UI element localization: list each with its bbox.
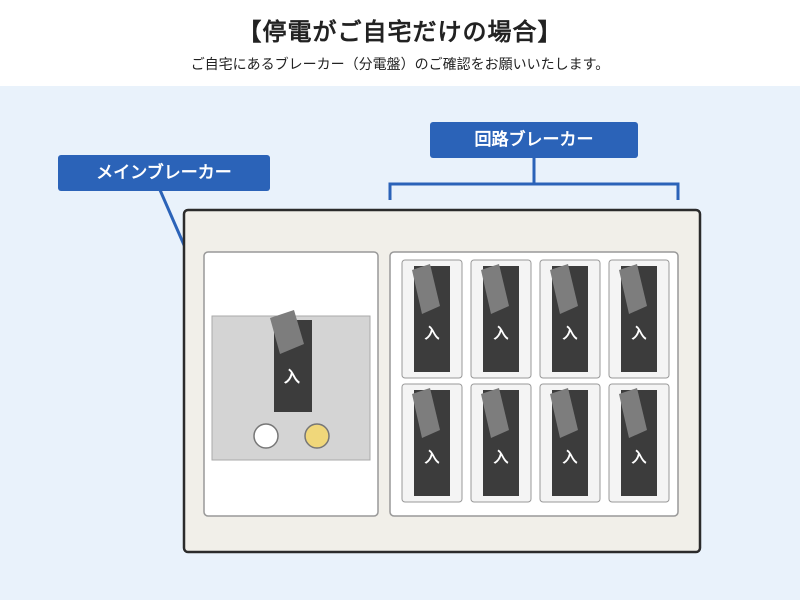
circuit-breaker-switch-label: 入 xyxy=(424,448,439,466)
circuit-breaker-bracket xyxy=(388,158,680,200)
circuit-breaker-lever xyxy=(412,388,440,438)
page-subtitle: ご自宅にあるブレーカー（分電盤）のご確認をお願いいたします。 xyxy=(190,57,610,73)
circuit-breaker-switch-label: 入 xyxy=(562,324,577,342)
circuit-breaker-switch-label: 入 xyxy=(424,324,439,342)
circuit-breaker-switch-label: 入 xyxy=(562,448,577,466)
circuit-breaker-switch-label: 入 xyxy=(631,324,646,342)
circuit-breaker-switch-label: 入 xyxy=(631,448,646,466)
circuit-breaker-switch-label: 入 xyxy=(493,324,508,342)
circuit-breaker-lever xyxy=(550,264,578,314)
page-title: 【停電がご自宅だけの場合】 xyxy=(237,18,563,46)
indicator-lamp-yellow xyxy=(304,423,330,449)
circuit-breaker-lever xyxy=(481,388,509,438)
circuit-breaker-lever xyxy=(481,264,509,314)
circuit-breaker-5[interactable]: 入 xyxy=(401,383,463,503)
circuit-breaker-lever xyxy=(619,264,647,314)
circuit-breaker-8[interactable]: 入 xyxy=(608,383,670,503)
circuit-breaker-lever xyxy=(619,388,647,438)
circuit-breaker-label: 回路ブレーカー xyxy=(430,122,638,158)
circuit-breaker-6[interactable]: 入 xyxy=(470,383,532,503)
main-breaker-switch-label: 入 xyxy=(284,367,300,386)
circuit-breaker-2[interactable]: 入 xyxy=(470,259,532,379)
circuit-breaker-lever xyxy=(412,264,440,314)
main-breaker-lever xyxy=(270,310,304,354)
circuit-breaker-7[interactable]: 入 xyxy=(539,383,601,503)
circuit-breaker-lever xyxy=(550,388,578,438)
circuit-breaker-3[interactable]: 入 xyxy=(539,259,601,379)
header: 【停電がご自宅だけの場合】 ご自宅にあるブレーカー（分電盤）のご確認をお願いいた… xyxy=(0,0,800,86)
main-breaker-label: メインブレーカー xyxy=(58,155,270,191)
circuit-breaker-4[interactable]: 入 xyxy=(608,259,670,379)
indicator-lamp-white xyxy=(253,423,279,449)
circuit-breaker-switch-label: 入 xyxy=(493,448,508,466)
circuit-breaker-grid: 入入入入入入入入 xyxy=(401,259,670,503)
circuit-breaker-1[interactable]: 入 xyxy=(401,259,463,379)
